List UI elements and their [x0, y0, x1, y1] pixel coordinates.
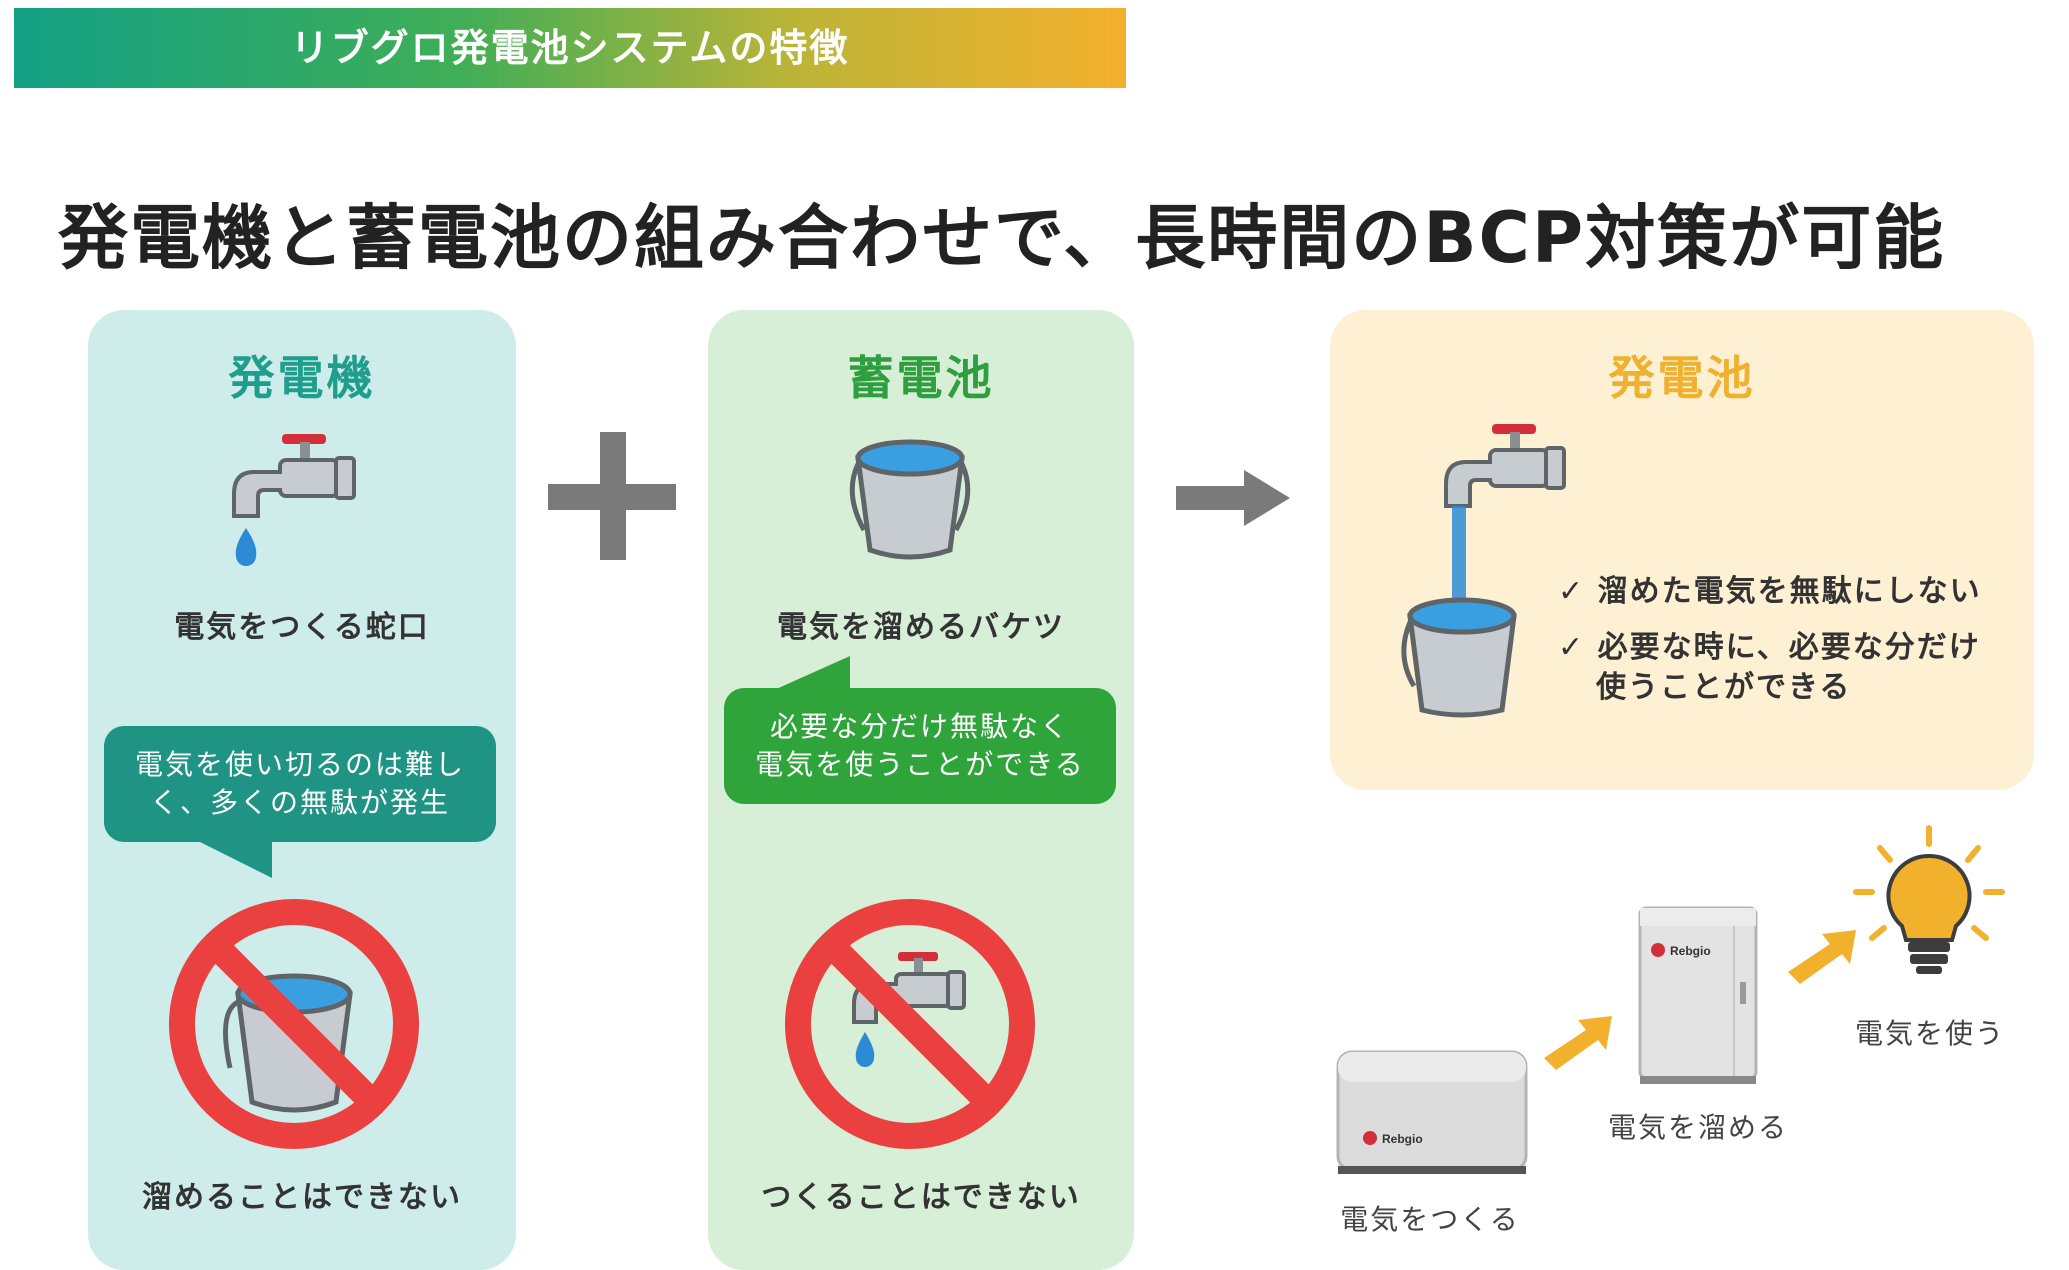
light-bulb-icon	[1853, 825, 2005, 974]
generator-bubble-line1: 電気を使い切るのは難し	[134, 748, 465, 781]
cabinet-brand-label: Rebgio	[1670, 944, 1711, 958]
benefit-list: ✓ 溜めた電気を無駄にしない ✓ 必要な時に、必要な分だけ 使うことができる	[1558, 572, 2018, 708]
benefit-item: ✓ 溜めた電気を無駄にしない	[1558, 574, 1982, 609]
header-label: リブグロ発電池システムの特徴	[290, 26, 850, 70]
bucket-icon	[1401, 597, 1517, 718]
flow-make-label: 電気をつくる	[1340, 1203, 1520, 1236]
benefit-text: 使うことができる	[1596, 670, 1852, 705]
battery-title: 蓄電池	[847, 351, 995, 405]
generator-bubble-line2: く、多くの無駄が発生	[149, 786, 450, 819]
flow-use-label: 電気を使う	[1854, 1017, 2005, 1050]
flow-arrow-2	[1788, 930, 1856, 984]
battery-bubble-line1: 必要な分だけ無駄なく	[769, 710, 1070, 743]
flow-store-label: 電気を溜める	[1607, 1111, 1788, 1144]
bucket-icon	[849, 439, 971, 560]
benefit-text: 必要な時に、必要な分だけ	[1597, 630, 1981, 665]
generator-speech-bubble: 電気を使い切るのは難し く、多くの無駄が発生	[104, 726, 496, 842]
generator-bubble-tail	[196, 840, 272, 878]
benefit-item-continued: 使うことができる	[1558, 668, 2018, 708]
battery-bubble-tail	[774, 656, 850, 690]
benefit-text: 溜めた電気を無駄にしない	[1597, 574, 1982, 609]
generator-unit-icon: Rebgio	[1336, 1050, 1528, 1174]
flow-arrow-1	[1544, 1016, 1612, 1070]
generator-brand-label: Rebgio	[1382, 1132, 1423, 1146]
battery-bottom-note: つくることはできない	[761, 1180, 1081, 1215]
battery-cabinet-icon: Rebgio	[1638, 906, 1758, 1084]
main-title: 発電機と蓄電池の組み合わせで、長時間のBCP対策が可能	[58, 197, 1946, 279]
faucet-icon	[232, 434, 356, 566]
battery-bubble-line2: 電気を使うことができる	[755, 748, 1085, 781]
generator-title: 発電機	[228, 351, 376, 405]
benefit-item: ✓ 必要な時に、必要な分だけ	[1558, 630, 1981, 665]
battery-caption: 電気を溜めるバケツ	[777, 610, 1065, 645]
battery-speech-bubble: 必要な分だけ無駄なく 電気を使うことができる	[724, 688, 1116, 804]
prohibited-faucet-icon	[785, 899, 1035, 1149]
combined-title: 発電池	[1608, 351, 1756, 405]
plus-icon	[548, 432, 676, 560]
prohibited-bucket-icon	[169, 899, 419, 1149]
right-arrow-icon	[1176, 470, 1290, 526]
generator-bottom-note: 溜めることはできない	[142, 1180, 462, 1215]
header-banner: リブグロ発電池システムの特徴	[14, 8, 1126, 88]
faucet-icon	[1444, 424, 1566, 508]
faucet-filling-bucket-icon	[1401, 424, 1566, 718]
generator-caption: 電気をつくる蛇口	[174, 610, 430, 645]
